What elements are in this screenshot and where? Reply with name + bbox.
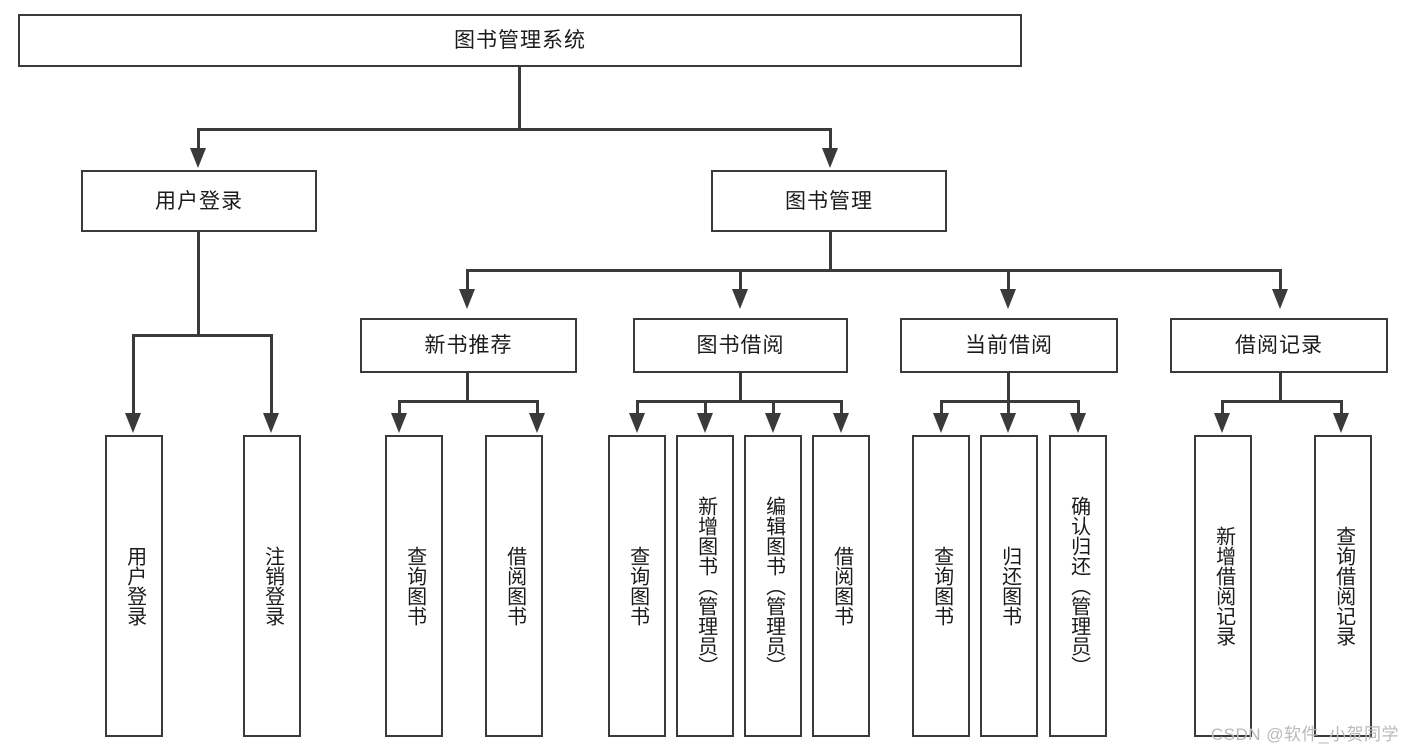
node-label: 借阅图书: [503, 546, 526, 626]
node-label: 图书管理系统: [454, 29, 586, 52]
connector-current-stem: [1007, 373, 1010, 403]
leaf-borrow-query-book[interactable]: 查询图书: [608, 435, 666, 737]
connector-level3-drop-4: [1279, 269, 1282, 291]
node-label: 注销登录: [261, 546, 284, 626]
connector-borrow-drop-2: [704, 400, 707, 415]
node-label: 查询图书: [626, 546, 649, 626]
connector-level2-left-drop: [197, 128, 200, 150]
connector-borrow-stem: [739, 373, 742, 403]
arrowhead-to-new-book-recommend: [459, 289, 475, 309]
connector-borrow-drop-1: [636, 400, 639, 415]
arrowhead-to-borrow-record: [1272, 289, 1288, 309]
node-current-borrow[interactable]: 当前借阅: [900, 318, 1118, 373]
leaf-record-add-record[interactable]: 新增借阅记录: [1194, 435, 1252, 737]
arrowhead-to-current-borrow: [1000, 289, 1016, 309]
connector-borrow-drop-3: [772, 400, 775, 415]
node-label: 编辑图书（管理员）: [762, 496, 785, 676]
arrowhead-to-book-management: [822, 148, 838, 168]
connector-user-login-stem: [197, 232, 200, 337]
node-root-book-management-system[interactable]: 图书管理系统: [18, 14, 1022, 67]
connector-level3-drop-2: [739, 269, 742, 291]
node-label: 借阅记录: [1235, 334, 1323, 357]
leaf-recommend-query-book[interactable]: 查询图书: [385, 435, 443, 737]
connector-current-drop-1: [940, 400, 943, 415]
node-label: 用户登录: [123, 546, 146, 626]
connector-level3-drop-1: [466, 269, 469, 291]
leaf-borrow-add-book-admin[interactable]: 新增图书（管理员）: [676, 435, 734, 737]
arrowhead-to-record-leaf-2: [1333, 413, 1349, 433]
node-borrow-record[interactable]: 借阅记录: [1170, 318, 1388, 373]
leaf-borrow-borrow-book[interactable]: 借阅图书: [812, 435, 870, 737]
node-new-book-recommend[interactable]: 新书推荐: [360, 318, 577, 373]
connector-recommend-stem: [466, 373, 469, 403]
node-label: 查询借阅记录: [1332, 526, 1355, 646]
connector-current-bus: [940, 400, 1080, 403]
arrowhead-to-borrow-leaf-3: [765, 413, 781, 433]
connector-record-stem: [1279, 373, 1282, 403]
node-label: 借阅图书: [830, 546, 853, 626]
leaf-recommend-borrow-book[interactable]: 借阅图书: [485, 435, 543, 737]
node-user-login[interactable]: 用户登录: [81, 170, 317, 232]
connector-borrow-drop-4: [840, 400, 843, 415]
connector-borrow-bus: [636, 400, 843, 403]
connector-current-drop-2: [1007, 400, 1010, 415]
node-label: 新增图书（管理员）: [694, 496, 717, 676]
arrowhead-to-recommend-leaf-2: [529, 413, 545, 433]
connector-level3-drop-3: [1007, 269, 1010, 291]
connector-level3-bus: [466, 269, 1282, 272]
connector-level2-right-drop: [829, 128, 832, 150]
connector-root-stem: [518, 67, 521, 130]
node-book-borrow[interactable]: 图书借阅: [633, 318, 848, 373]
arrowhead-to-user-login-leaf: [125, 413, 141, 433]
node-label: 图书借阅: [696, 334, 785, 357]
leaf-current-confirm-return-admin[interactable]: 确认归还（管理员）: [1049, 435, 1107, 737]
connector-user-login-leaf2-drop: [270, 334, 273, 415]
connector-recommend-drop-1: [398, 400, 401, 415]
node-label: 查询图书: [403, 546, 426, 626]
connector-level2-bus: [197, 128, 832, 131]
node-label: 用户登录: [155, 189, 243, 213]
arrowhead-to-borrow-leaf-4: [833, 413, 849, 433]
connector-record-drop-1: [1221, 400, 1224, 415]
arrowhead-to-book-borrow: [732, 289, 748, 309]
node-label: 归还图书: [998, 546, 1021, 626]
arrowhead-to-borrow-leaf-1: [629, 413, 645, 433]
leaf-borrow-edit-book-admin[interactable]: 编辑图书（管理员）: [744, 435, 802, 737]
node-label: 新增借阅记录: [1212, 526, 1235, 646]
leaf-logout[interactable]: 注销登录: [243, 435, 301, 737]
leaf-current-query-book[interactable]: 查询图书: [912, 435, 970, 737]
connector-recommend-bus: [398, 400, 538, 403]
node-label: 当前借阅: [965, 334, 1053, 357]
arrowhead-to-user-login: [190, 148, 206, 168]
connector-record-drop-2: [1340, 400, 1343, 415]
connector-user-login-bus: [132, 334, 272, 337]
connector-recommend-drop-2: [536, 400, 539, 415]
connector-record-bus: [1221, 400, 1343, 403]
leaf-current-return-book[interactable]: 归还图书: [980, 435, 1038, 737]
node-label: 图书管理: [785, 189, 873, 213]
arrowhead-to-borrow-leaf-2: [697, 413, 713, 433]
connector-current-drop-3: [1077, 400, 1080, 415]
arrowhead-to-current-leaf-2: [1000, 413, 1016, 433]
arrowhead-to-logout-leaf: [263, 413, 279, 433]
connector-user-login-leaf1-drop: [132, 334, 135, 415]
node-book-management[interactable]: 图书管理: [711, 170, 947, 232]
node-label: 确认归还（管理员）: [1067, 496, 1090, 676]
arrowhead-to-current-leaf-3: [1070, 413, 1086, 433]
arrowhead-to-current-leaf-1: [933, 413, 949, 433]
leaf-user-login[interactable]: 用户登录: [105, 435, 163, 737]
leaf-record-query-record[interactable]: 查询借阅记录: [1314, 435, 1372, 737]
arrowhead-to-record-leaf-1: [1214, 413, 1230, 433]
connector-book-management-stem: [829, 232, 832, 272]
node-label: 新书推荐: [424, 334, 513, 357]
arrowhead-to-recommend-leaf-1: [391, 413, 407, 433]
node-label: 查询图书: [930, 546, 953, 626]
